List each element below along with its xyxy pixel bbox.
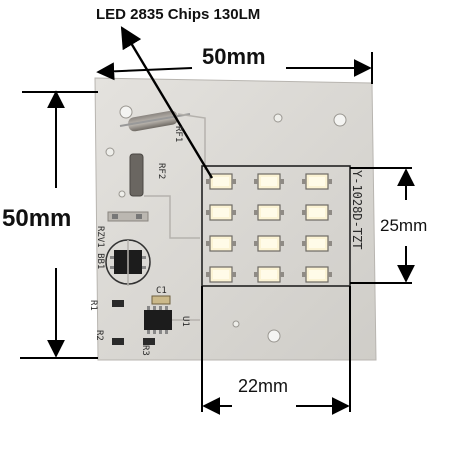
led-grid bbox=[206, 173, 332, 283]
led-spec-label: LED 2835 Chips 130LM bbox=[96, 6, 261, 23]
led-chip bbox=[206, 235, 236, 252]
silkscreen-part-number: Y-1028D-TZT bbox=[350, 170, 364, 250]
board-height-label: 50mm bbox=[2, 205, 72, 232]
resistor-r1 bbox=[112, 300, 124, 307]
capacitor-c1 bbox=[151, 295, 171, 305]
silkscreen-u1: U1 bbox=[180, 316, 190, 327]
led-chip bbox=[254, 204, 284, 221]
led-chip bbox=[302, 173, 332, 190]
callout-arrow bbox=[120, 26, 214, 179]
array-height-label: 25mm bbox=[380, 216, 428, 235]
led-chip bbox=[254, 266, 284, 283]
led-chip bbox=[254, 235, 284, 252]
array-width-label: 22mm bbox=[238, 376, 289, 396]
board-width-label: 50mm bbox=[202, 44, 266, 69]
dimension-board-height bbox=[20, 90, 98, 359]
silkscreen-r1: R1 bbox=[88, 300, 98, 311]
led-chip bbox=[302, 235, 332, 252]
led-chip bbox=[302, 266, 332, 283]
led-chip bbox=[206, 173, 236, 190]
silkscreen-rf1: RF1 bbox=[173, 126, 183, 143]
led-chip bbox=[302, 204, 332, 221]
led-chip bbox=[254, 173, 284, 190]
silkscreen-rf2: RF2 bbox=[156, 163, 166, 180]
bridge-component bbox=[107, 211, 149, 222]
dimension-array-height bbox=[350, 167, 415, 284]
traces bbox=[127, 113, 206, 321]
resistor-r2 bbox=[112, 338, 124, 345]
dimension-board-width bbox=[96, 52, 373, 84]
silkscreen-bridge: RZV1 BB1 bbox=[95, 226, 105, 270]
ic-u1 bbox=[144, 306, 172, 334]
pcb-board bbox=[94, 77, 377, 361]
resistor-rf2 bbox=[129, 153, 144, 197]
silkscreen-r3: R3 bbox=[140, 345, 150, 356]
resistor-r3 bbox=[143, 338, 155, 345]
led-chip bbox=[206, 204, 236, 221]
silkscreen-r2: R2 bbox=[94, 330, 104, 341]
resistor-rf1 bbox=[119, 110, 191, 132]
silkscreen-c1: C1 bbox=[156, 286, 167, 296]
led-chip bbox=[206, 266, 236, 283]
led-array-outline bbox=[201, 165, 351, 287]
dimension-array-width bbox=[201, 286, 351, 415]
